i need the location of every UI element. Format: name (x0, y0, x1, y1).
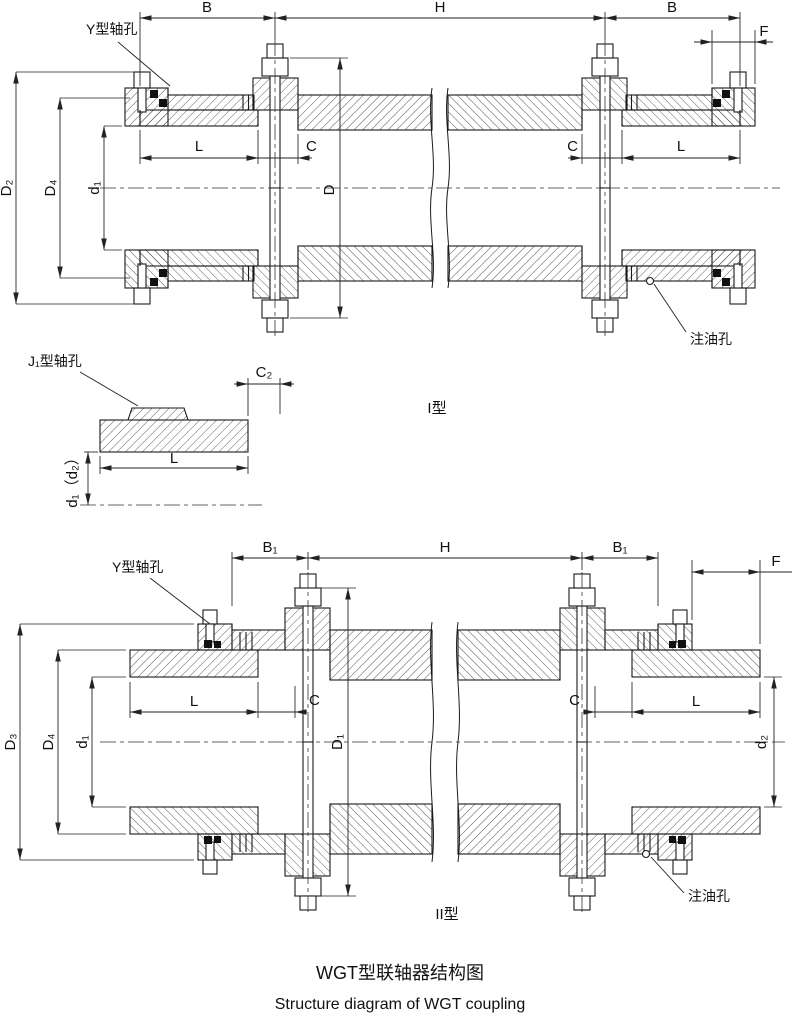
footer: WGT型联轴器结构图 Structure diagram of WGT coup… (275, 963, 525, 1013)
type1-dim-f: F (759, 23, 768, 40)
type2-dim-h: H (440, 539, 451, 556)
type1-shaft-hole-label: Y型轴孔 (86, 21, 137, 37)
type1-dim-b-right: B (667, 0, 677, 16)
type2-dim-b1-left: B₁ (262, 539, 277, 556)
type2-dim-c-left: C (309, 692, 320, 709)
type2-caption: II型 (435, 906, 458, 923)
type1-drawing (100, 39, 780, 337)
type2-dim-l-left: L (190, 693, 198, 710)
type1-labels: B H B F Y型轴孔 D₂ D₄ d₁ D L C C L 注油孔 I型 (0, 0, 769, 417)
type2-labels: B₁ H B₁ F Y型轴孔 D₃ D₄ d₁ D₁ d₂ L C C L 注油… (2, 539, 781, 923)
type1-dim-d4: D₄ (42, 180, 59, 197)
type1-oil-hole-label: 注油孔 (690, 331, 732, 347)
diagram-title-en: Structure diagram of WGT coupling (275, 996, 525, 1013)
type1-dim-b-left: B (202, 0, 212, 16)
type2-shaft-hole-label: Y型轴孔 (112, 559, 163, 575)
type1-dim-c-left: C (306, 138, 317, 155)
type1-dim-h: H (435, 0, 446, 16)
shaft-hole-leader (117, 41, 171, 87)
type2-dim-l-right: L (692, 693, 700, 710)
oil-hole-leader (653, 283, 687, 333)
type2-dim-c-right: C (569, 692, 580, 709)
type2-dim-d1-bore: d₁ (74, 735, 91, 748)
type1-dim-d: D (321, 184, 338, 195)
oil-hole-leader (650, 856, 685, 894)
type2-dim-d1-flange: D₁ (329, 734, 346, 750)
type2-dimensions (17, 552, 792, 897)
type1-dim-l-right: L (677, 138, 685, 155)
type1-dim-d2: D₂ (0, 179, 15, 196)
type2-oil-hole-label: 注油孔 (688, 888, 730, 904)
j1-detail-view: J₁型轴孔 C₂ L d₁（d₂） (28, 353, 294, 508)
type2-dim-d4: D₄ (40, 734, 57, 751)
diagram-title-cn: WGT型联轴器结构图 (316, 963, 484, 983)
type2-dim-f: F (771, 553, 780, 570)
type1-dim-l-left: L (195, 138, 203, 155)
type2-drawing (100, 571, 785, 913)
j1-shaft-hole-leader (79, 371, 139, 407)
type2-dim-b1-right: B₁ (612, 539, 627, 556)
oil-hole (645, 276, 655, 286)
j1-shaft-hole-label: J₁型轴孔 (28, 353, 82, 369)
oil-hole (641, 849, 651, 859)
type1-dim-d1: d₁ (86, 181, 103, 194)
type1-caption: I型 (427, 400, 446, 417)
j1-dim-c2: C₂ (256, 364, 273, 381)
shaft-hole-leader (149, 577, 211, 625)
type1-dimensions (13, 12, 773, 319)
type2-dim-d3: D₃ (2, 734, 19, 751)
type1-dim-c-right: C (567, 138, 578, 155)
type2-dim-d2: d₂ (753, 735, 770, 749)
j1-dim-d1-d2: d₁（d₂） (64, 450, 81, 508)
j1-dim-l: L (170, 450, 178, 467)
